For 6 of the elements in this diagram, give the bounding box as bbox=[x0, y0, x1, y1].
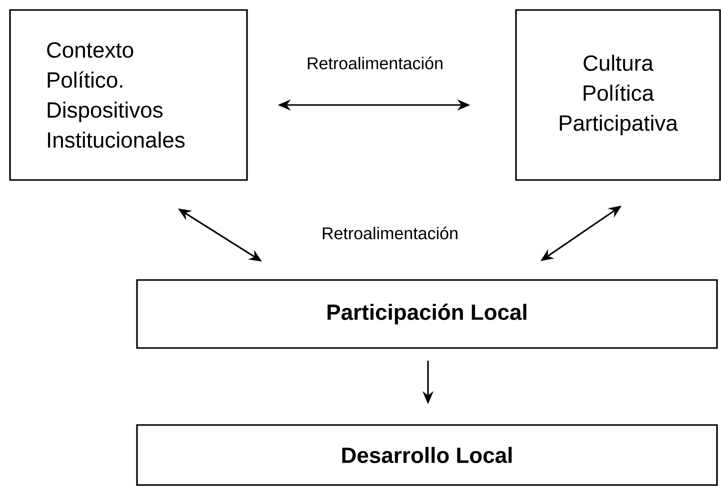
note-text: Retroalimentación bbox=[322, 226, 458, 240]
process-box: Desarrollo Local bbox=[136, 424, 718, 486]
process-box: Contexto Político. Dispositivos Institucionales bbox=[9, 9, 248, 181]
process-box: Cultura Política Participativa bbox=[515, 9, 721, 181]
process-box: Participación Local bbox=[136, 279, 718, 349]
edge-label: Retroalimentación bbox=[306, 56, 444, 70]
